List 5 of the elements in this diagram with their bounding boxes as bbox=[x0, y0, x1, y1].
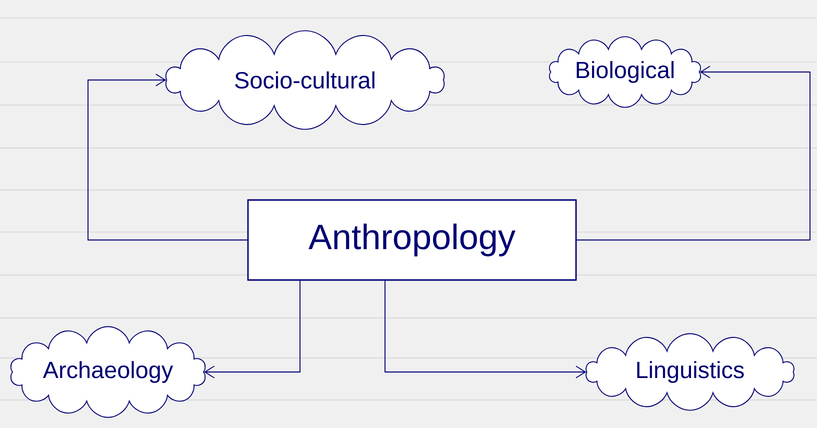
arrow bbox=[88, 74, 248, 240]
arrow bbox=[576, 66, 810, 240]
arrow bbox=[384, 280, 586, 378]
process-box: Anthropology bbox=[247, 199, 577, 281]
arrow bbox=[204, 280, 300, 378]
